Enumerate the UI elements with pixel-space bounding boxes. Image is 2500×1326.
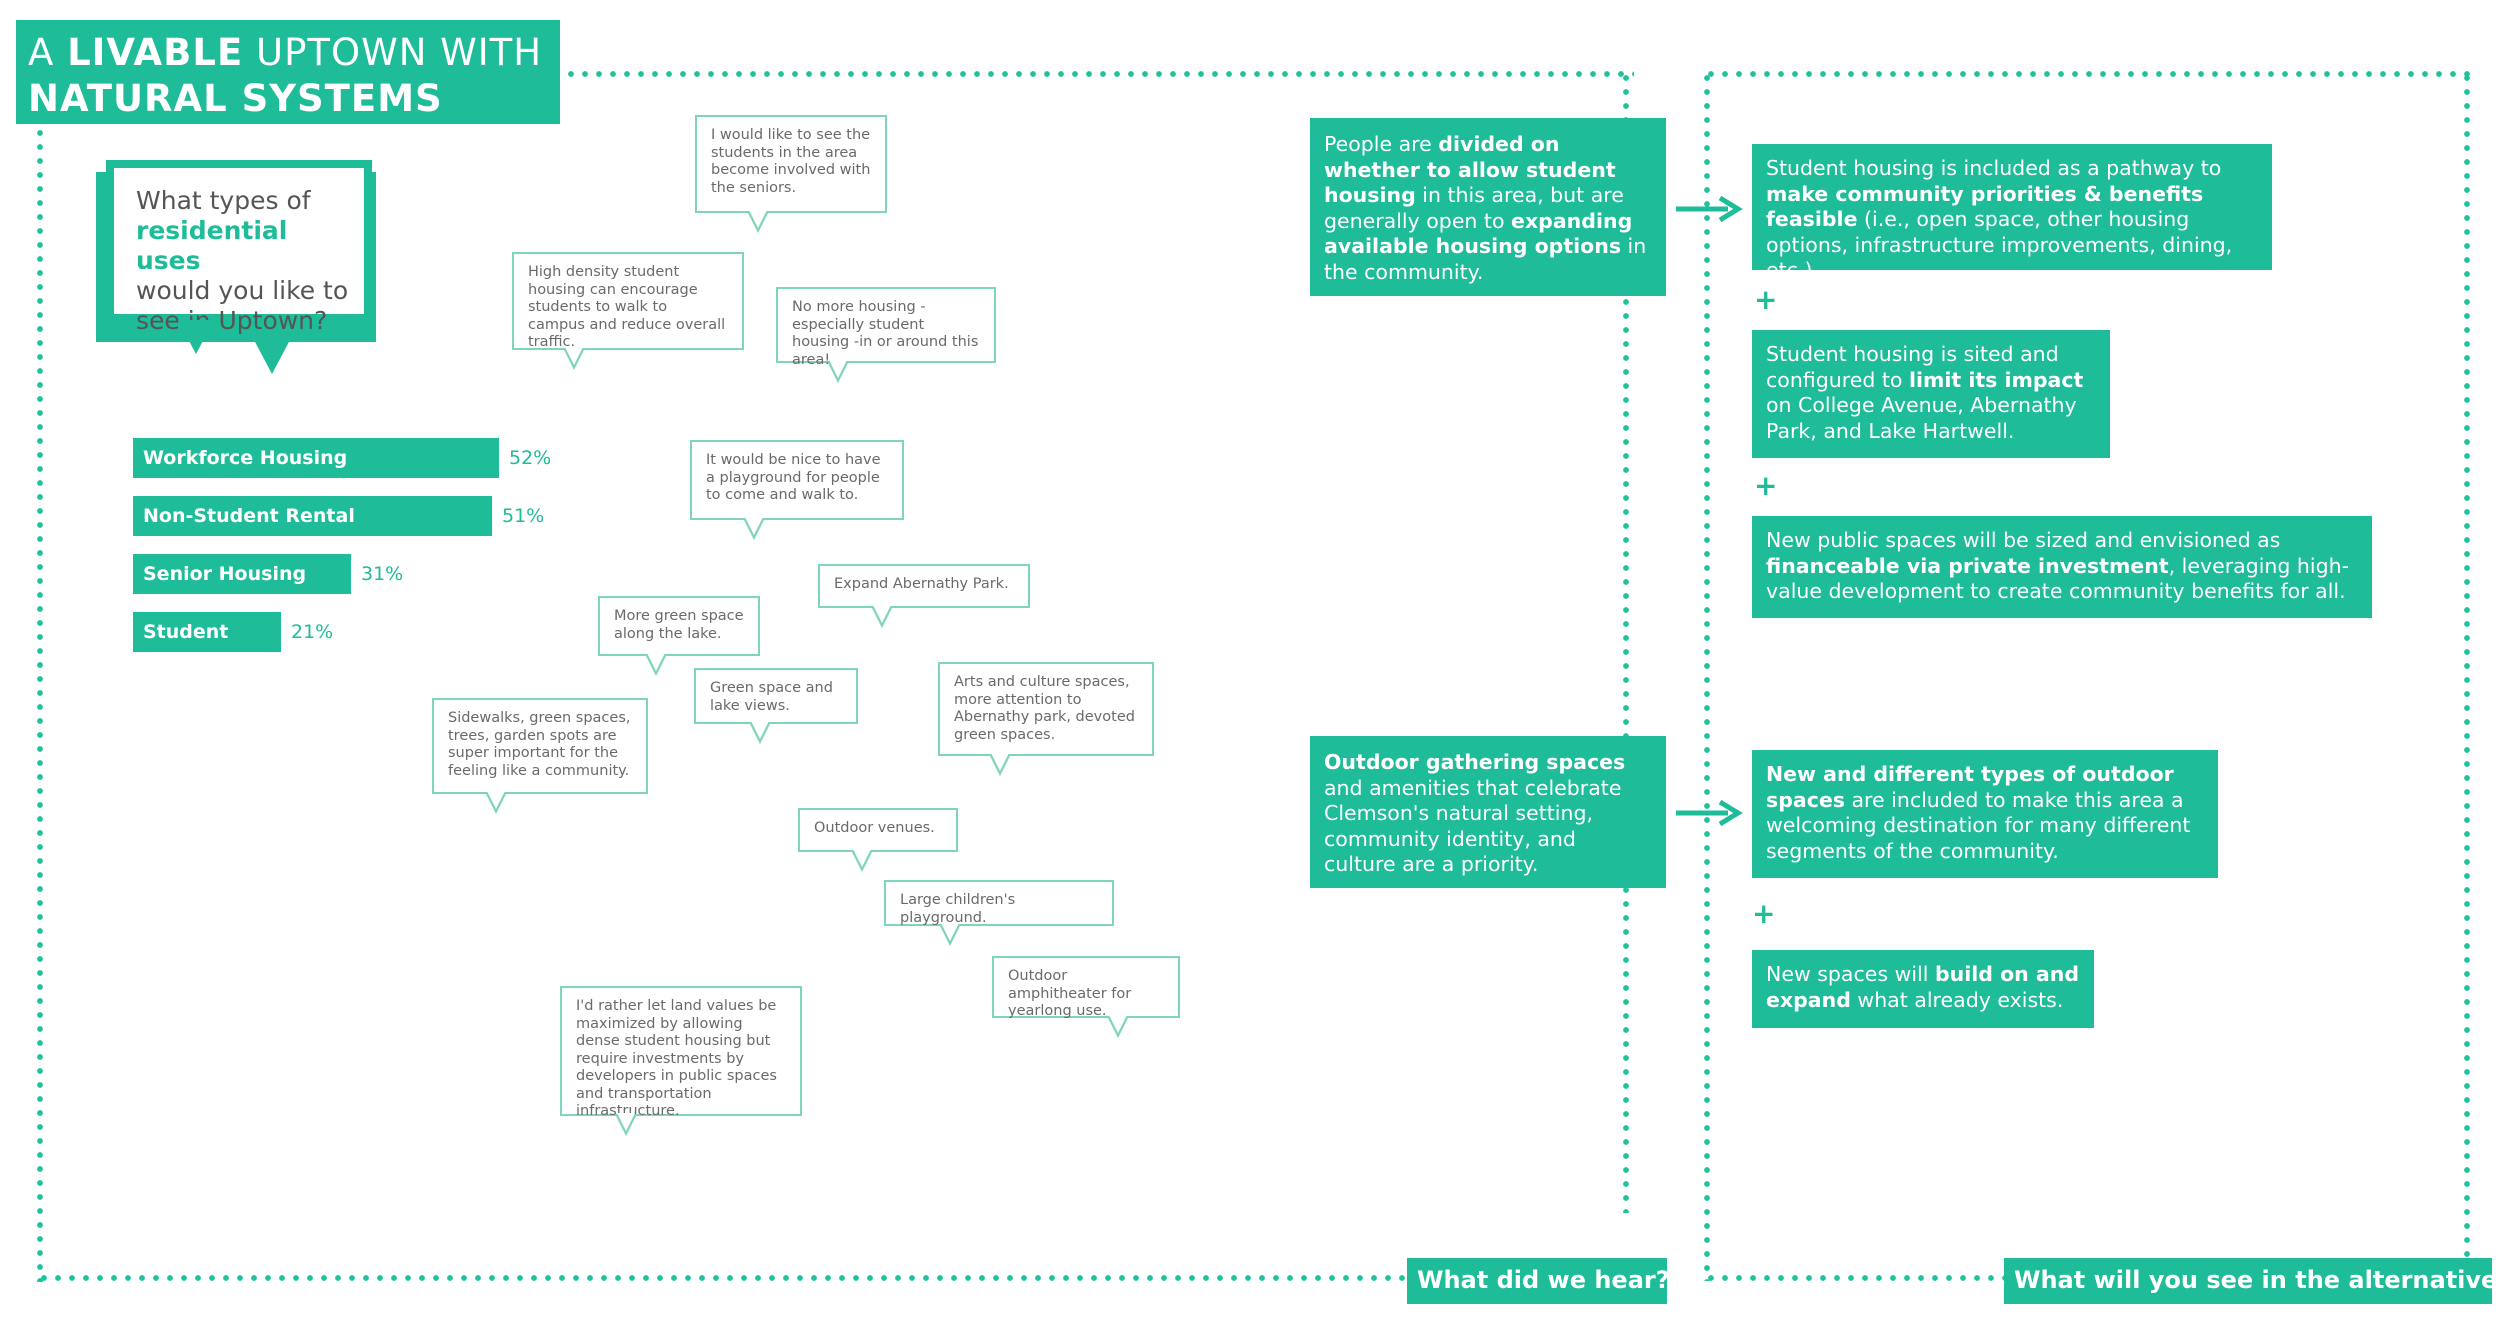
question-tail-1: [178, 320, 214, 354]
frame-bottom-left: [37, 1275, 1407, 1281]
bubble-tail-inner: [941, 923, 959, 941]
comment-bubble: Sidewalks, green spaces, trees, garden s…: [432, 698, 648, 794]
bar: Workforce Housing: [133, 438, 499, 478]
comment-bubble: No more housing - especially student hou…: [776, 287, 996, 368]
arrow-right-icon: [1676, 799, 1743, 827]
bubble-tail-inner: [873, 605, 891, 623]
alternative-outdoor: New and different types of outdoor space…: [1752, 750, 2218, 878]
question-tail-2: [254, 340, 290, 374]
question-text: What types of residential uses would you…: [106, 160, 372, 335]
bubble-tail-inner: [617, 1113, 635, 1131]
heard-outdoor: Outdoor gathering spaces and amenities t…: [1310, 736, 1666, 888]
arrow-right-icon: [1676, 195, 1743, 223]
bubble-tail-inner: [647, 653, 665, 671]
comment-bubble: Large children's playground.: [884, 880, 1114, 926]
bubble-tail-inner: [853, 849, 871, 867]
alternatives-label: What will you see in the alternatives?: [2004, 1258, 2500, 1304]
bubble-tail-inner: [749, 210, 767, 228]
bubble-tail-inner: [1109, 1015, 1127, 1033]
alternative-limit-impact: Student housing is sited and configured …: [1752, 330, 2110, 458]
bar-value-label: 21%: [291, 621, 334, 643]
comment-bubble: I'd rather let land values be maximized …: [560, 986, 802, 1119]
bubble-tail-inner: [487, 791, 505, 809]
comment-bubble: Expand Abernathy Park.: [818, 564, 1030, 608]
comment-bubble: It would be nice to have a playground fo…: [690, 440, 904, 520]
bar-value-label: 51%: [502, 505, 545, 527]
bubble-tail-inner: [991, 753, 1009, 771]
alternative-financeable: New public spaces will be sized and envi…: [1752, 516, 2372, 618]
comment-bubble: High density student housing can encoura…: [512, 252, 744, 350]
comment-bubble: More green space along the lake.: [598, 596, 760, 656]
bubble-tail-inner: [829, 360, 847, 378]
alternative-feasible: Student housing is included as a pathway…: [1752, 144, 2272, 282]
frame-top-left: [564, 71, 1634, 77]
page-title: A LIVABLE UPTOWN WITH NATURAL SYSTEMS: [16, 20, 560, 124]
frame-left: [37, 126, 43, 1282]
bar: Non-Student Rental: [133, 496, 492, 536]
frame-top-right: [1704, 71, 2474, 77]
plus-icon: +: [1754, 469, 1778, 502]
frame-divider: [1623, 71, 1629, 1213]
bar-value-label: 52%: [509, 447, 552, 469]
bar: Senior Housing: [133, 554, 351, 594]
bar: Student: [133, 612, 281, 652]
comment-bubble: Arts and culture spaces, more attention …: [938, 662, 1154, 756]
frame-right-left: [1704, 71, 1710, 1281]
comment-bubble: I would like to see the students in the …: [695, 115, 887, 213]
comment-bubble: Outdoor amphitheater for yearlong use.: [992, 956, 1180, 1019]
alternative-build-on: New spaces will build on and expand what…: [1752, 950, 2094, 1028]
bubble-tail-inner: [745, 517, 763, 535]
heard-label: What did we hear?: [1407, 1258, 1670, 1304]
frame-bottom-right: [1704, 1275, 2004, 1281]
heard-housing: People are divided on whether to allow s…: [1310, 118, 1666, 296]
comment-bubble: Outdoor venues.: [798, 808, 958, 852]
bubble-tail-inner: [565, 347, 583, 365]
plus-icon: +: [1754, 283, 1778, 316]
plus-icon: +: [1752, 897, 1776, 930]
bubble-tail-inner: [751, 721, 769, 739]
bar-value-label: 31%: [361, 563, 404, 585]
comment-bubble: Green space and lake views.: [694, 668, 858, 724]
frame-right: [2464, 71, 2470, 1263]
